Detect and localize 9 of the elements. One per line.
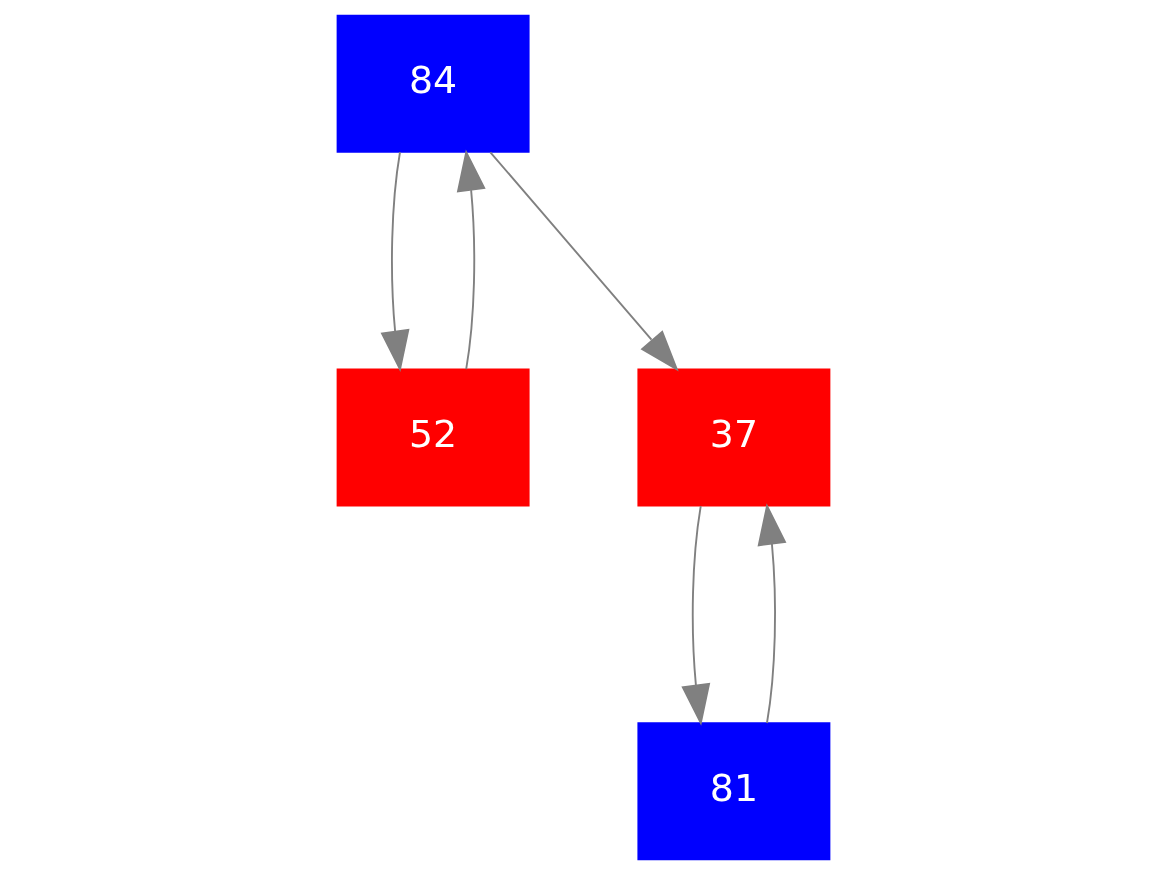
- node-box: 84: [336, 14, 530, 153]
- node-box: 37: [637, 368, 831, 507]
- node-box: 52: [336, 368, 530, 507]
- node-box: 81: [637, 722, 831, 861]
- arrow: [380, 151, 410, 373]
- arrow: [456, 149, 486, 371]
- arrow: [681, 505, 711, 726]
- arrow: [489, 151, 679, 372]
- arrow: [757, 503, 787, 724]
